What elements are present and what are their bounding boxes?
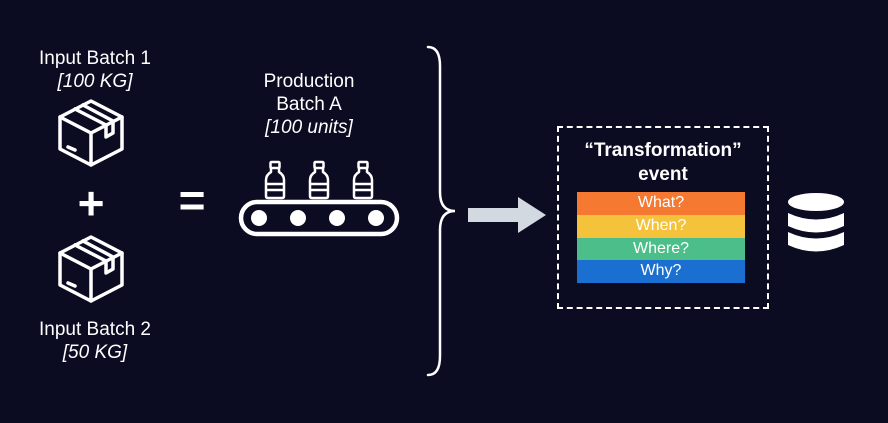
curly-brace [426, 45, 456, 377]
event-field-what: What? [577, 192, 745, 215]
bottle-icon [308, 160, 330, 200]
transformation-event-box [557, 126, 769, 309]
input-batch-2-qty: [50 KG] [62, 342, 128, 363]
event-field-where: Where? [577, 237, 745, 261]
right-arrow-icon [468, 197, 546, 233]
production-line1: Production [263, 71, 355, 92]
input-batch-1-label: Input Batch 1 [100 KG] [10, 47, 180, 93]
event-field-why: Why? [577, 260, 745, 283]
plus-sign: + [77, 177, 105, 229]
conveyor-belt-icon [238, 199, 400, 237]
input-batch-1-name: Input Batch 1 [39, 48, 151, 69]
input-batch-2-name: Input Batch 2 [39, 319, 151, 340]
input-batch-1-qty: [100 KG] [57, 71, 133, 92]
bottle-icon [352, 160, 374, 200]
production-line2: Batch A [276, 94, 342, 115]
event-field-list: What? When? Where? Why? [577, 192, 745, 283]
production-batch-label: Production Batch A [100 units] [236, 70, 382, 139]
box-icon [58, 235, 124, 303]
event-field-when: When? [577, 214, 745, 238]
event-title: “Transformation” event [557, 139, 769, 187]
event-title-line1: “Transformation” [584, 140, 742, 161]
input-batch-2-label: Input Batch 2 [50 KG] [10, 318, 180, 364]
bottle-icon [264, 160, 286, 200]
equals-sign: = [178, 174, 206, 226]
event-title-line2: event [638, 164, 688, 185]
database-icon [788, 193, 844, 252]
production-qty: [100 units] [265, 117, 353, 138]
box-icon [58, 99, 124, 167]
